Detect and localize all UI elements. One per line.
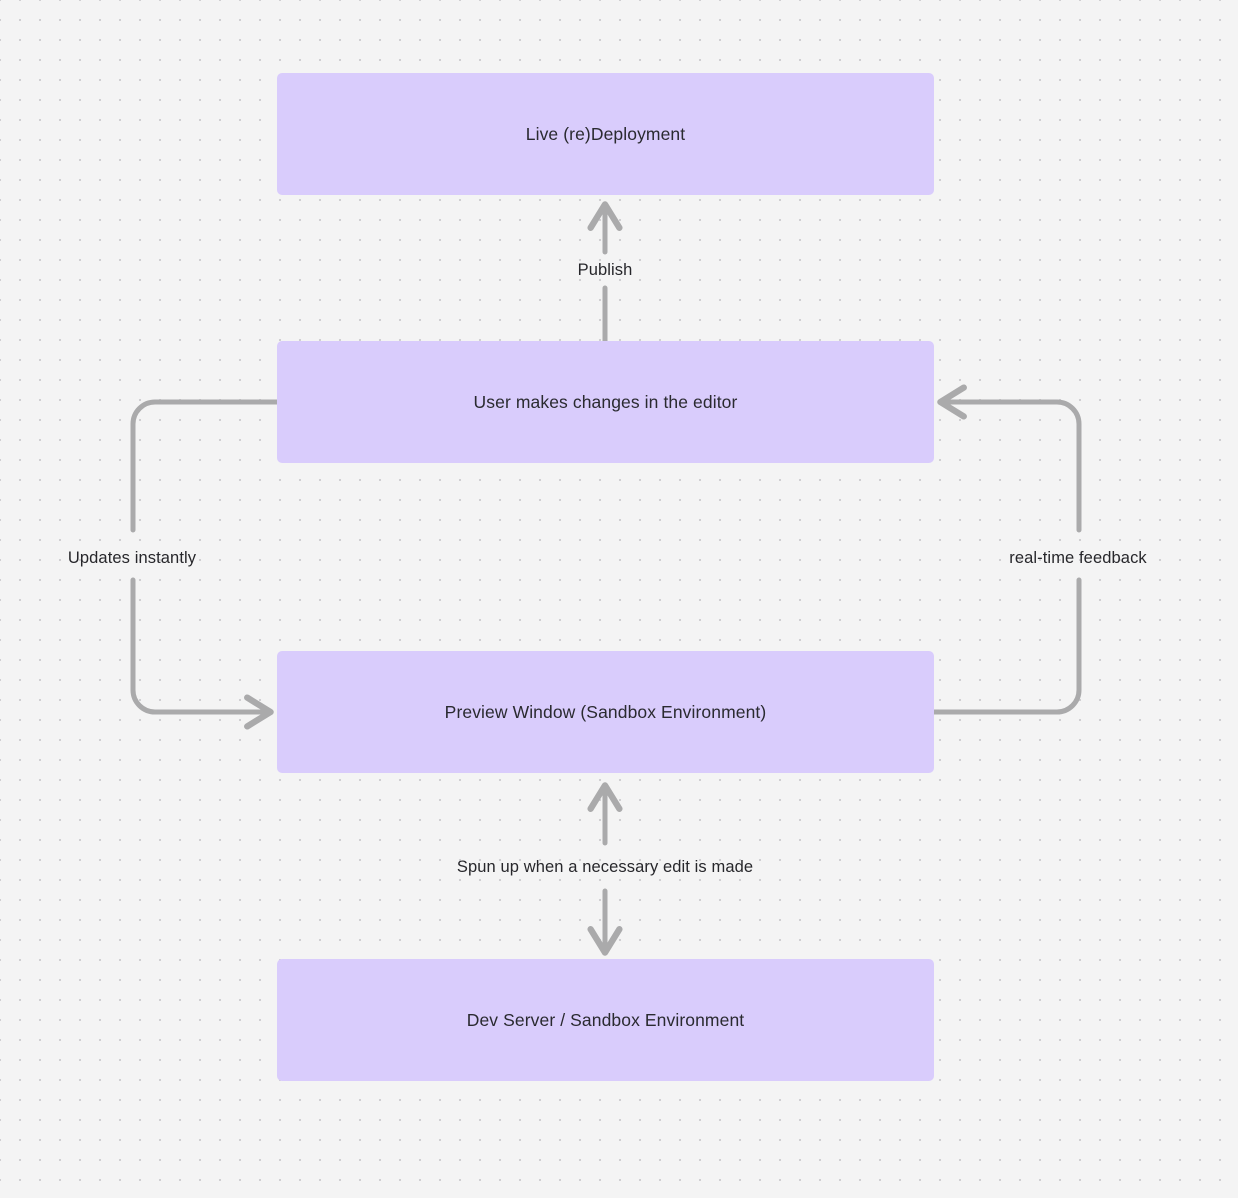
node-label-dev-server: Dev Server / Sandbox Environment	[466, 1009, 745, 1030]
node-label-user-edits: User makes changes in the editor	[473, 391, 738, 412]
edge-label-updates-instantly: Updates instantly	[67, 548, 197, 567]
node-label-preview-window: Preview Window (Sandbox Environment)	[444, 701, 767, 722]
node-preview-window[interactable]: Preview Window (Sandbox Environment)	[277, 651, 934, 773]
edge-label-publish: Publish	[577, 260, 633, 279]
node-live-deployment[interactable]: Live (re)Deployment	[277, 73, 934, 195]
node-label-live-deployment: Live (re)Deployment	[525, 123, 686, 144]
edge-label-real-time-feedback: real-time feedback	[1009, 548, 1147, 567]
edge-label-spun-up: Spun up when a necessary edit is made	[456, 857, 754, 876]
node-dev-server[interactable]: Dev Server / Sandbox Environment	[277, 959, 934, 1081]
node-user-edits[interactable]: User makes changes in the editor	[277, 341, 934, 463]
